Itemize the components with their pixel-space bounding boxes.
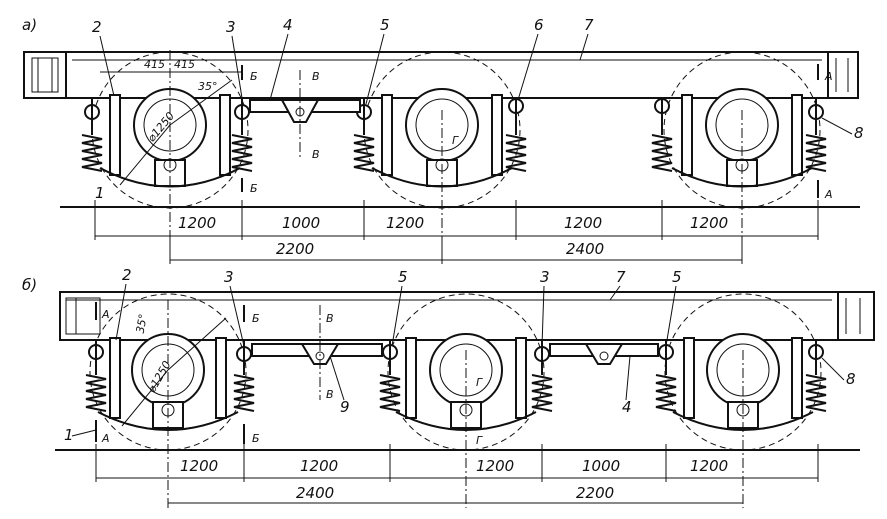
part-label-5b-b: 5 [672, 268, 682, 286]
end-box-left-inner-a [31, 57, 59, 93]
section-b-top-a: Б [250, 70, 258, 83]
part-label-1-b: 1 [64, 426, 74, 444]
dim-a-r1-1: 1200 [178, 214, 216, 232]
section-a-bottom-a: А [824, 188, 833, 201]
section-a-bottom-b: А [101, 432, 110, 445]
diagram-a: а) [22, 16, 864, 265]
panel-label-b: б) [22, 276, 37, 294]
part-label-8-b: 8 [846, 370, 856, 388]
angle-35-a: 35° [198, 80, 218, 93]
section-g-b: Г [476, 376, 483, 389]
angle-35-b: 35° [134, 313, 150, 334]
dim-b-r2-1: 2400 [296, 484, 334, 502]
dim-b-r1-5: 1200 [690, 457, 728, 475]
part-label-7-b: 7 [616, 268, 626, 286]
dim-a-r1-2: 1000 [282, 214, 320, 232]
dim-a-r2-1: 2200 [276, 240, 314, 258]
section-v-top-a: В [312, 70, 320, 83]
part-label-5a-b: 5 [398, 268, 408, 286]
part-label-6-a: 6 [534, 16, 544, 34]
section-a-top-b: А [101, 308, 110, 321]
spring-hangers-b [88, 340, 824, 375]
part-label-1-a: 1 [95, 184, 105, 202]
end-box-right-b [837, 291, 875, 341]
part-label-4-a: 4 [283, 16, 293, 34]
dim-b-r2-2: 2200 [576, 484, 614, 502]
section-b-top-b: Б [252, 312, 260, 325]
center-bracket-b-2 [584, 343, 624, 365]
part-label-9-b: 9 [340, 398, 350, 416]
part-label-7-a: 7 [584, 16, 594, 34]
frame-beam-b [59, 291, 839, 341]
dim-a-r1-5: 1200 [690, 214, 728, 232]
part-label-4-b: 4 [622, 398, 632, 416]
diagram-b: б) [22, 266, 875, 508]
part-label-3a-b: 3 [224, 268, 234, 286]
dim-b-r1-4: 1000 [582, 457, 620, 475]
dims-a [94, 200, 819, 264]
section-g-a: Г [452, 134, 459, 147]
dims-b [95, 444, 819, 504]
dim-b-r1-3: 1200 [476, 457, 514, 475]
section-g2-b: Г [476, 434, 483, 447]
section-v-top-b: В [326, 312, 334, 325]
dim-b-r1-1: 1200 [180, 457, 218, 475]
coil-springs-b [85, 374, 827, 412]
end-box-left-b [65, 297, 101, 335]
dim-a-r1-4: 1200 [564, 214, 602, 232]
dim-415-right-a: 415 [174, 58, 195, 71]
coil-springs-a [81, 134, 827, 172]
part-label-2-b: 2 [122, 266, 132, 284]
dim-a-r2-2: 2400 [566, 240, 604, 258]
part-label-8-a: 8 [854, 124, 864, 142]
section-v-bottom-a: В [312, 148, 320, 161]
dim-a-r1-3: 1200 [386, 214, 424, 232]
dim-b-r1-2: 1200 [300, 457, 338, 475]
section-a-top-a: А [824, 70, 833, 83]
section-v-bottom-b: В [326, 388, 334, 401]
section-b-bottom-a: Б [250, 182, 258, 195]
section-b-bottom-b: Б [252, 432, 260, 445]
part-label-3-a: 3 [226, 18, 236, 36]
part-label-5-a: 5 [380, 16, 390, 34]
dim-415-left-a: 415 [144, 58, 165, 71]
part-label-3b-b: 3 [540, 268, 550, 286]
end-box-left-a [23, 51, 67, 99]
end-box-right-a [827, 51, 859, 99]
part-label-2-a: 2 [92, 18, 102, 36]
panel-label-a: а) [22, 16, 37, 34]
